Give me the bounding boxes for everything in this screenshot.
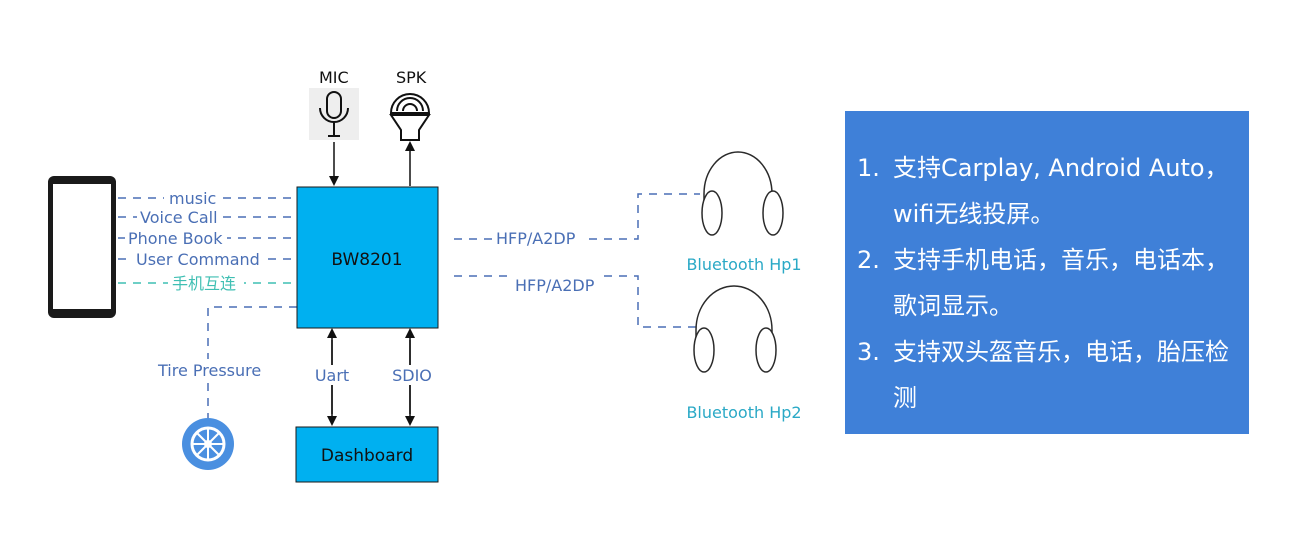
smartphone-icon (48, 176, 116, 318)
tire-link-line (207, 306, 297, 425)
link-music: music (169, 189, 216, 208)
feature-number: 2. (857, 246, 880, 274)
mic-label: MIC (319, 68, 349, 87)
phone-link-labels: music Voice Call Phone Book User Command… (125, 188, 263, 293)
feature-item: 1. 支持Carplay, Android Auto，wifi无线投屏。 (857, 145, 1249, 237)
feature-text: 支持Carplay, Android Auto，wifi无线投屏。 (893, 154, 1229, 228)
hp2-link-label: HFP/A2DP (515, 276, 595, 295)
dashboard-label: Dashboard (321, 446, 413, 466)
feature-number: 1. (857, 154, 880, 182)
microphone-icon (309, 88, 359, 140)
uart-label: Uart (315, 366, 349, 385)
feature-list: 1. 支持Carplay, Android Auto，wifi无线投屏。 2. … (857, 145, 1249, 421)
tire-pressure-label: Tire Pressure (157, 361, 261, 380)
headphone-icon (701, 151, 784, 236)
link-user-command: User Command (136, 250, 260, 269)
bw8201-label: BW8201 (331, 250, 402, 270)
link-phone-mirroring: 手机互连 (172, 274, 236, 293)
feature-item: 3. 支持双头盔音乐，电话，胎压检测 (857, 329, 1249, 421)
sdio-label: SDIO (392, 366, 432, 385)
link-voice-call: Voice Call (140, 208, 218, 227)
feature-text: 支持手机电话，音乐，电话本，歌词显示。 (893, 246, 1229, 320)
headphone-icon (693, 285, 777, 373)
headphone-1-label: Bluetooth Hp1 (686, 255, 801, 274)
dashboard-box (295, 426, 439, 483)
feature-number: 3. (857, 338, 880, 366)
tire-icon (182, 418, 234, 470)
headphone-2-label: Bluetooth Hp2 (686, 403, 801, 422)
bw8201-chip (296, 186, 439, 329)
feature-item: 2. 支持手机电话，音乐，电话本，歌词显示。 (857, 237, 1249, 329)
spk-label: SPK (396, 68, 427, 87)
feature-panel: 1. 支持Carplay, Android Auto，wifi无线投屏。 2. … (845, 111, 1249, 434)
hp1-link-label: HFP/A2DP (496, 229, 576, 248)
link-phone-book: Phone Book (128, 229, 223, 248)
hp-link-lines (454, 193, 700, 328)
feature-text: 支持双头盔音乐，电话，胎压检测 (893, 338, 1229, 412)
speaker-icon (389, 93, 431, 141)
